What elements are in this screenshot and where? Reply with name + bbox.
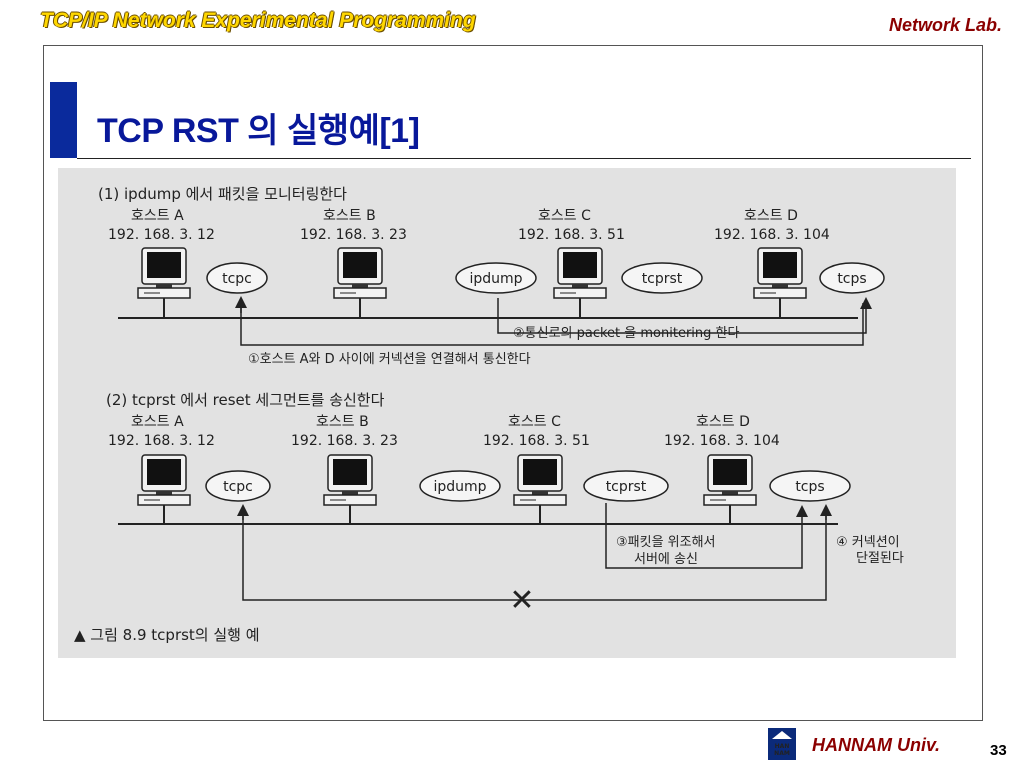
computer-icon — [137, 454, 191, 506]
university-logo-icon: HAN NAM — [768, 728, 796, 760]
app-bubble — [419, 470, 501, 502]
app-label: tcps — [837, 271, 866, 287]
app-label: tcprst — [606, 479, 647, 495]
slide-frame — [43, 45, 983, 721]
computer-icon — [553, 247, 607, 299]
cut-mark-icon: ✕ — [509, 583, 534, 618]
annotation-cut-2: 단절된다 — [856, 551, 904, 566]
app-bubble — [583, 470, 669, 502]
computer-icon — [753, 247, 807, 299]
host-name: 호스트 A — [131, 208, 184, 224]
section2-heading: (2) tcprst 에서 reset 세그먼트를 송신한다 — [106, 391, 385, 409]
host-name: 호스트 C — [508, 414, 561, 430]
host-ip: 192. 168. 3. 51 — [483, 433, 590, 449]
network-diagram: (1) ipdump 에서 패킷을 모니터링한다 호스트 A 192. 168.… — [74, 185, 904, 644]
host-ip: 192. 168. 3. 104 — [714, 227, 830, 243]
computer-icon — [513, 454, 567, 506]
host-name: 호스트 D — [696, 414, 750, 430]
section1-host-c: 호스트 C 192. 168. 3. 51 ipdump tcprst — [455, 208, 703, 318]
computer-icon — [323, 454, 377, 506]
university-name: HANNAM Univ. — [812, 735, 941, 755]
title-divider — [77, 158, 971, 159]
app-bubble — [621, 262, 703, 294]
title-accent-bar — [50, 82, 77, 158]
host-name: 호스트 A — [131, 414, 184, 430]
section1-host-a: 호스트 A 192. 168. 3. 12 tcpc — [108, 208, 268, 318]
figure-caption: ▲ 그림 8.9 tcprst의 실행 예 — [74, 626, 260, 644]
app-bubble — [206, 262, 268, 294]
app-label: tcpc — [223, 479, 253, 495]
lab-name: Network Lab. — [888, 15, 1002, 35]
section2-host-a: 호스트 A 192. 168. 3. 12 tcpc — [108, 414, 271, 524]
annotation-cut-1: ④ 커넥션이 — [836, 535, 900, 550]
annotation-connect: ①호스트 A와 D 사이에 커넥션을 연결해서 통신한다 — [248, 352, 531, 367]
host-ip: 192. 168. 3. 12 — [108, 433, 215, 449]
section2-host-c: 호스트 C 192. 168. 3. 51 ipdump tcprst — [419, 414, 669, 524]
forged-packet-arrow — [605, 503, 808, 569]
broken-connection-path — [242, 511, 827, 601]
computer-icon — [703, 454, 757, 506]
computer-icon — [137, 247, 191, 299]
section1-heading: (1) ipdump 에서 패킷을 모니터링한다 — [98, 185, 347, 203]
app-label: ipdump — [433, 479, 486, 495]
annotation-forge-1: ③패킷을 위조해서 — [616, 535, 716, 550]
host-name: 호스트 B — [316, 414, 369, 430]
page-number: 33 — [990, 742, 1007, 759]
host-name: 호스트 B — [323, 208, 376, 224]
annotation-forge-2: 서버에 송신 — [634, 552, 698, 567]
app-bubble — [455, 262, 537, 294]
host-ip: 192. 168. 3. 12 — [108, 227, 215, 243]
app-label: tcpc — [222, 271, 252, 287]
host-ip: 192. 168. 3. 51 — [518, 227, 625, 243]
app-bubble — [205, 470, 271, 502]
section1-host-d: 호스트 D 192. 168. 3. 104 tcps — [714, 208, 885, 318]
host-ip: 192. 168. 3. 104 — [664, 433, 780, 449]
app-bubble — [769, 470, 851, 502]
app-label: ipdump — [469, 271, 522, 287]
section2-host-d: 호스트 D 192. 168. 3. 104 tcps — [664, 414, 851, 524]
app-label: tcprst — [642, 271, 683, 287]
host-name: 호스트 C — [538, 208, 591, 224]
host-ip: 192. 168. 3. 23 — [291, 433, 398, 449]
annotation-monitor: ②통신로의 packet 을 monitering 한다 — [513, 326, 739, 341]
logo-text-top: HAN — [775, 743, 790, 750]
host-ip: 192. 168. 3. 23 — [300, 227, 407, 243]
app-bubble — [819, 262, 885, 294]
host-name: 호스트 D — [744, 208, 798, 224]
app-label: tcps — [795, 479, 824, 495]
connection-path — [240, 303, 864, 346]
section1-host-b: 호스트 B 192. 168. 3. 23 — [300, 208, 407, 318]
computer-icon — [333, 247, 387, 299]
monitor-arrow — [497, 297, 872, 334]
slide-title: TCP RST 의 실행예[1] — [97, 112, 420, 150]
section2-host-b: 호스트 B 192. 168. 3. 23 — [291, 414, 398, 524]
network-diagram-figure: (1) ipdump 에서 패킷을 모니터링한다 호스트 A 192. 168.… — [58, 168, 956, 658]
course-title: TCP/IP Network Experimental Programming — [40, 9, 476, 32]
logo-text-bottom: NAM — [774, 750, 790, 757]
